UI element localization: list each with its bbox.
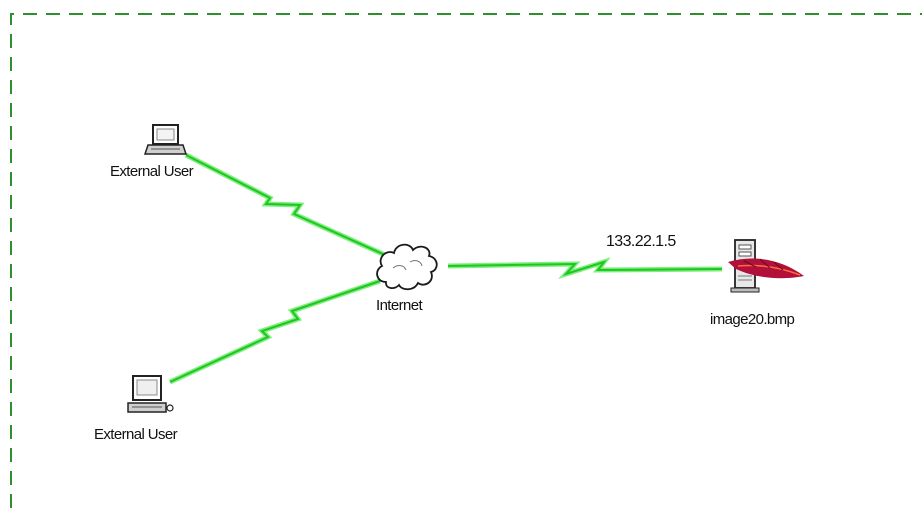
external-user-1-label: External User: [110, 163, 194, 180]
external-user-2-label: External User: [94, 426, 178, 443]
internet-label: Internet: [376, 297, 423, 314]
network-boundary: [10, 13, 922, 508]
server-ip-label: 133.22.1.5: [606, 233, 676, 250]
server-label: image20.bmp: [710, 311, 795, 328]
laptop-icon: [143, 124, 188, 155]
workstation-icon: [127, 375, 174, 413]
link-user2-internet: [168, 278, 381, 385]
cloud-icon: [376, 243, 438, 291]
link-user1-internet: [184, 152, 387, 258]
link-internet-server: [447, 257, 723, 280]
feather-icon: [728, 258, 804, 279]
